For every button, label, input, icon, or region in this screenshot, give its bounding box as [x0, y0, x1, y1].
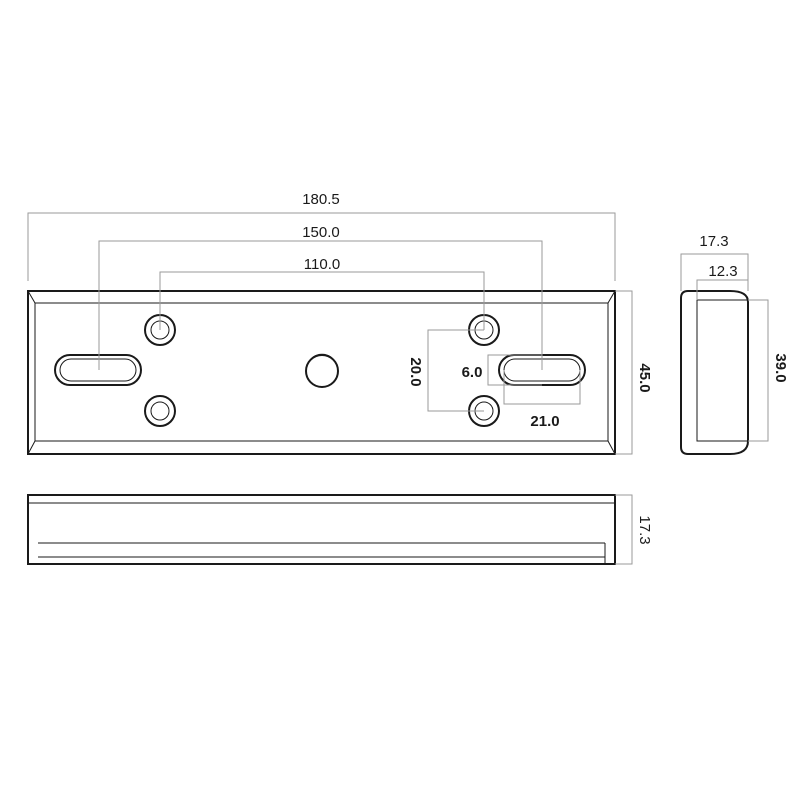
dim-slot-length: 21.0	[503, 370, 581, 430]
center-boss-notch	[312, 353, 332, 358]
dim-side-inner-height-label: 39.0	[772, 353, 789, 382]
dim-overall-length-label: 180.5	[302, 191, 340, 208]
dim-height-label: 45.0	[636, 363, 653, 392]
front-chamfer-tl	[27, 290, 36, 304]
dim-bottom-depth-label: 17.3	[636, 515, 653, 544]
left-slot-inner	[59, 358, 137, 382]
side-inner-outline	[696, 299, 749, 442]
dim-slot-spacing: 150.0	[98, 224, 543, 370]
front-view	[27, 290, 616, 455]
dim-slot-width: 6.0	[462, 354, 542, 386]
hole-bottom-left	[144, 395, 176, 427]
left-slot	[54, 354, 142, 386]
side-view	[680, 290, 749, 455]
front-chamfer-br	[607, 440, 616, 455]
front-inner-outline	[34, 302, 609, 442]
dim-side-inner-height: 39.0	[748, 299, 789, 442]
dim-bottom-depth: 17.3	[615, 494, 653, 565]
bottom-outer-outline	[27, 494, 616, 565]
dim-side-inner-depth: 12.3	[696, 263, 749, 300]
dim-hole-spacing-label: 110.0	[304, 256, 340, 273]
front-outer-outline	[27, 290, 616, 455]
dim-slot-spacing-label: 150.0	[302, 224, 340, 241]
dim-slot-width-label: 6.0	[462, 364, 483, 381]
side-outer-outline	[680, 290, 749, 455]
front-chamfer-tr	[607, 290, 616, 304]
dim-height: 45.0	[615, 290, 653, 455]
bottom-view	[27, 494, 616, 565]
dim-slot-length-label: 21.0	[530, 413, 559, 430]
center-boss	[305, 354, 339, 388]
dim-hole-vertical-spacing-label: 20.0	[407, 357, 424, 386]
dim-side-inner-depth-label: 12.3	[708, 263, 737, 280]
dim-hole-spacing: 110.0	[159, 256, 485, 330]
front-chamfer-bl	[27, 440, 36, 455]
dim-overall-length: 180.5	[27, 191, 616, 281]
dim-hole-vertical-spacing: 20.0	[407, 329, 484, 412]
dim-side-depth-label: 17.3	[699, 233, 728, 250]
dim-side-depth: 17.3	[680, 233, 749, 291]
